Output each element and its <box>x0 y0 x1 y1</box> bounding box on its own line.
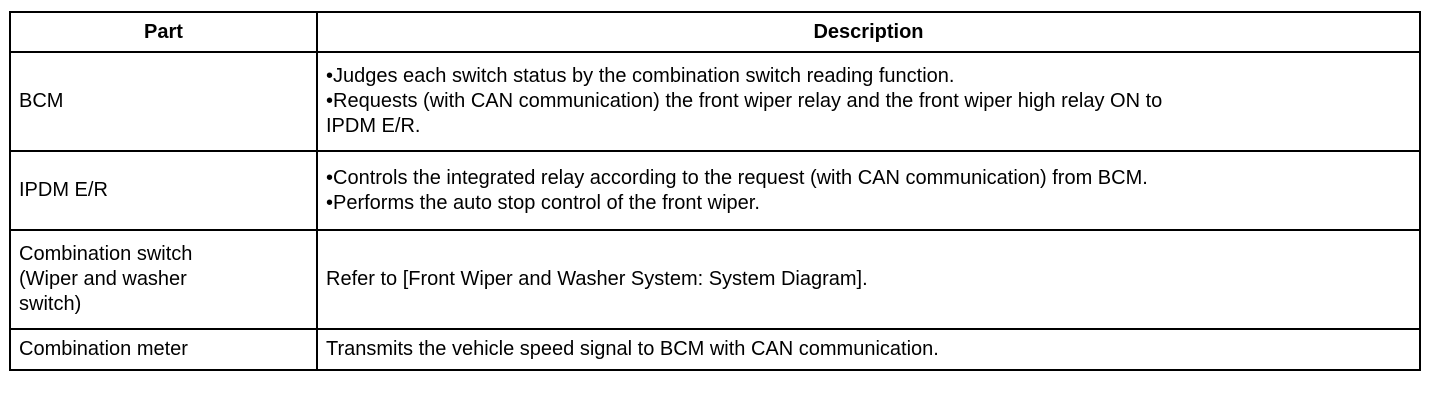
part-cell: Combination switch (Wiper and washer swi… <box>9 229 318 330</box>
description-line: •Requests (with CAN communication) the f… <box>326 90 1163 112</box>
table-header-row: Part Description <box>9 11 1421 53</box>
header-part: Part <box>9 11 318 53</box>
part-cell: Combination meter <box>9 328 318 371</box>
description-line: IPDM E/R. <box>326 115 421 137</box>
description-line: Refer to [Front Wiper and Washer System:… <box>326 268 868 290</box>
parts-table-container: Part Description BCM •Judges each switch… <box>9 11 1421 371</box>
table-row: IPDM E/R •Controls the integrated relay … <box>9 150 1421 231</box>
header-description: Description <box>316 11 1421 53</box>
description-line: •Performs the auto stop control of the f… <box>326 191 760 214</box>
description-line: Transmits the vehicle speed signal to BC… <box>326 338 939 360</box>
table-row: Combination meter Transmits the vehicle … <box>9 328 1421 371</box>
parts-description-table: Part Description BCM •Judges each switch… <box>9 11 1421 371</box>
description-line: •Judges each switch status by the combin… <box>326 65 955 87</box>
description-cell: •Judges each switch status by the combin… <box>316 51 1421 152</box>
part-line: switch) <box>19 293 82 315</box>
description-cell: Refer to [Front Wiper and Washer System:… <box>316 229 1421 330</box>
description-line: •Controls the integrated relay according… <box>326 166 1148 189</box>
part-line: Combination switch <box>19 243 193 265</box>
description-cell: Transmits the vehicle speed signal to BC… <box>316 328 1421 371</box>
part-cell: BCM <box>9 51 318 152</box>
table-row: BCM •Judges each switch status by the co… <box>9 51 1421 152</box>
table-row: Combination switch (Wiper and washer swi… <box>9 229 1421 330</box>
part-cell: IPDM E/R <box>9 150 318 231</box>
part-line: (Wiper and washer <box>19 268 187 290</box>
description-cell: •Controls the integrated relay according… <box>316 150 1421 231</box>
